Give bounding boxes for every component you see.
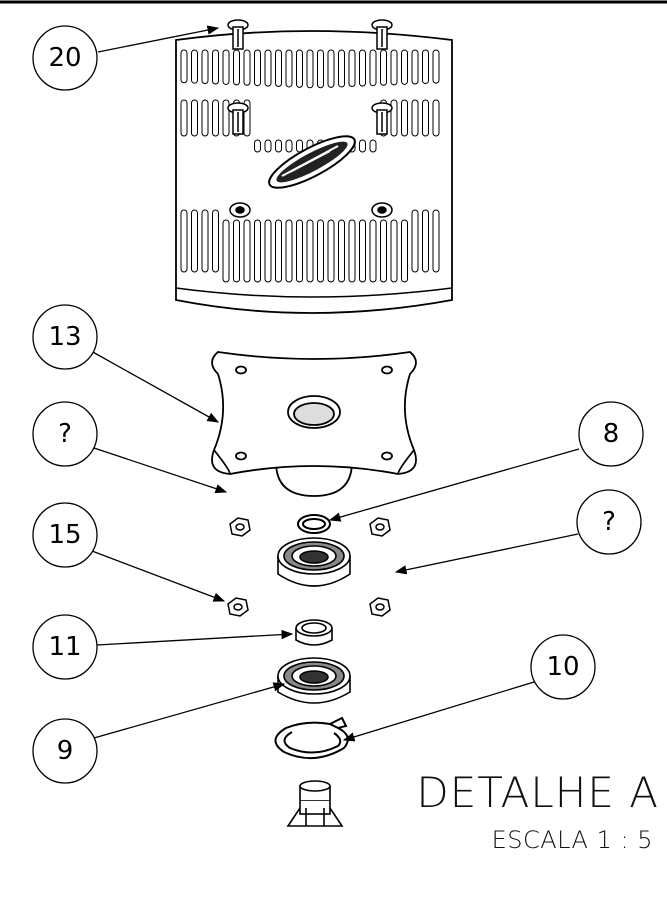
snap-ring	[274, 716, 349, 760]
balloon-10: 10	[342, 634, 596, 742]
heatsink-cover	[175, 19, 453, 314]
detail-title: DETALHE A	[416, 768, 659, 817]
balloon-unknown-2-label: ?	[602, 507, 616, 537]
retaining-ring-small	[297, 514, 331, 534]
shaft-stub	[286, 780, 344, 827]
screws	[227, 19, 393, 135]
balloon-10-label: 10	[546, 652, 579, 682]
lower-bearing	[277, 657, 351, 704]
balloon-11: 11	[32, 614, 294, 680]
flange-plate	[211, 351, 417, 497]
balloon-unknown-1-label: ?	[58, 419, 72, 449]
hex-nuts	[227, 517, 391, 617]
balloon-20-label: 20	[48, 43, 81, 73]
balloon-11-label: 11	[48, 632, 81, 662]
heatsink-mounting-holes	[229, 202, 393, 218]
heatsink-fins	[180, 49, 440, 283]
balloon-9-label: 9	[57, 736, 74, 766]
balloon-unknown-2: ?	[394, 489, 642, 575]
balloon-15-label: 15	[48, 520, 81, 550]
balloon-13: 13	[32, 304, 220, 423]
spacer-bushing	[295, 619, 333, 646]
detail-scale: ESCALA 1 : 5	[491, 826, 653, 854]
balloon-8-label: 8	[603, 419, 620, 449]
balloon-8: 8	[328, 401, 644, 522]
balloon-9: 9	[32, 682, 286, 784]
balloon-13-label: 13	[48, 322, 81, 352]
balloon-unknown-1: ?	[32, 401, 228, 494]
balloon-15: 15	[32, 502, 226, 602]
upper-bearing	[277, 537, 351, 587]
balloon-20: 20	[32, 25, 220, 91]
